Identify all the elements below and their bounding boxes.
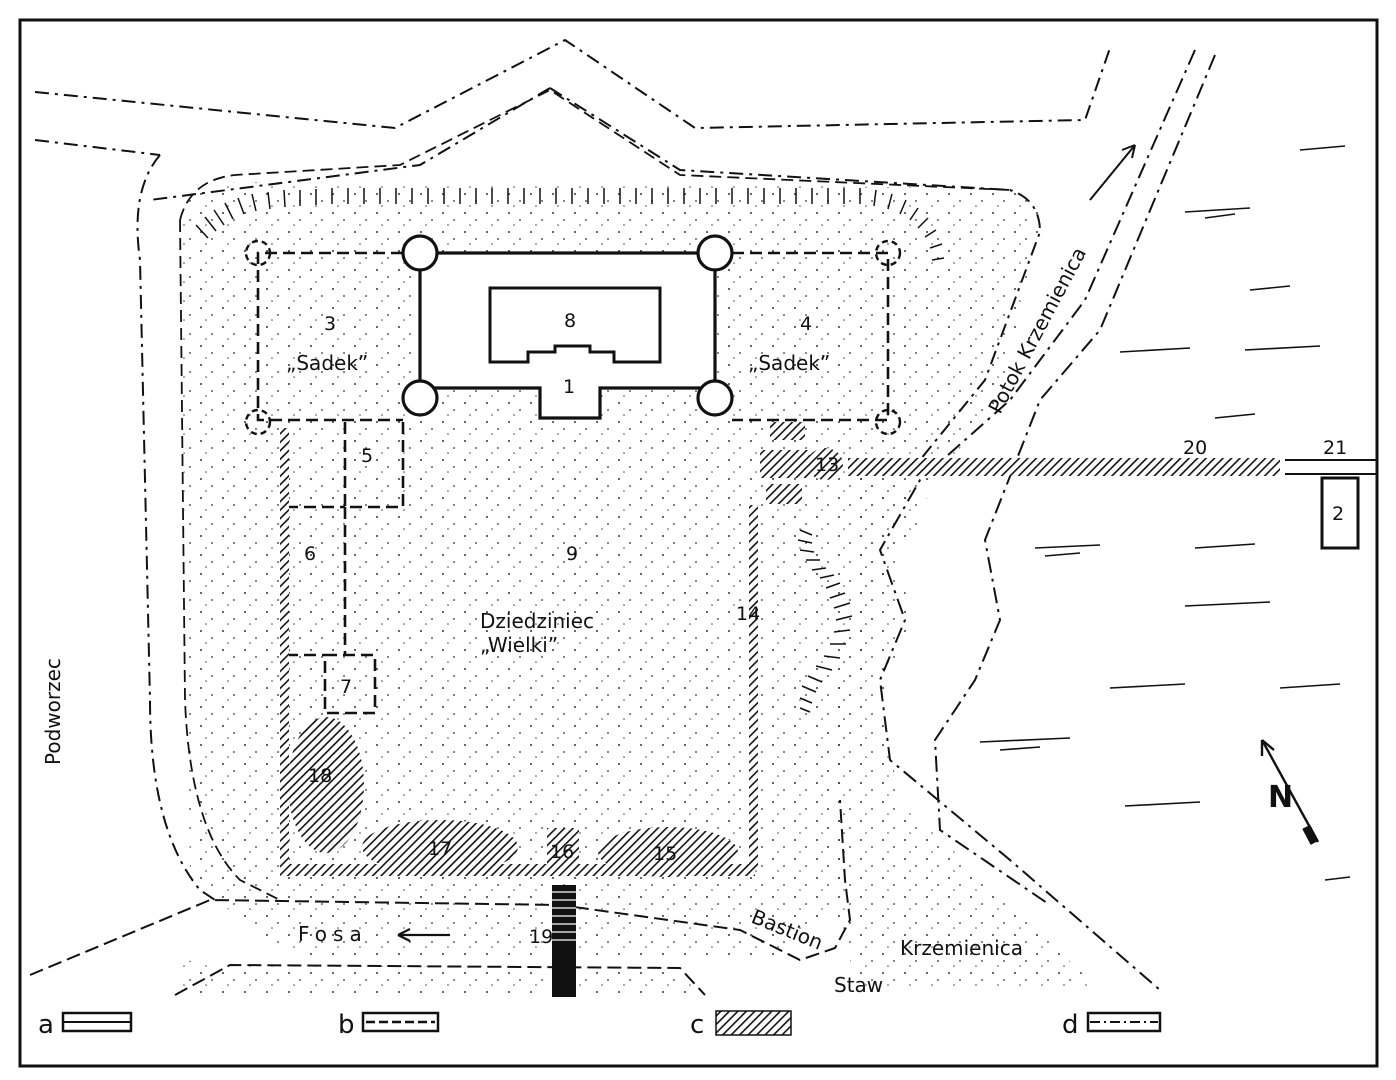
legend-c-label: c — [690, 1010, 704, 1040]
building-7-outline — [323, 653, 377, 715]
legend-a-label: a — [38, 1010, 54, 1040]
building-2-outline — [1320, 476, 1360, 550]
bridge-19 — [552, 885, 576, 997]
pond-water-marks — [979, 145, 1351, 881]
label-6: 6 — [304, 543, 316, 565]
sadek-west-outline — [256, 251, 403, 422]
label-21: 21 — [1323, 437, 1347, 459]
label-13: 13 — [815, 454, 839, 476]
label-15: 15 — [653, 843, 677, 865]
moat-south-line — [29, 799, 852, 976]
ruin-17 — [362, 820, 518, 874]
moat-south-line-2 — [174, 963, 706, 996]
road-21 — [1285, 459, 1378, 475]
north-arrow-shaft — [1260, 739, 1320, 843]
bridge-20 — [848, 458, 1280, 476]
label-sadek-west: „Sadek” — [286, 351, 368, 375]
label-wielki: „Wielki” — [480, 633, 558, 657]
label-7: 7 — [340, 676, 352, 698]
north-arrow-tail — [1302, 824, 1319, 845]
east-gate-ruins — [760, 422, 843, 504]
legend-b-label: b — [338, 1010, 355, 1040]
label-dziedziniec: Dziedziniec — [480, 609, 594, 633]
label-14: 14 — [736, 603, 760, 625]
sadek-east-corner-se — [874, 408, 902, 436]
label-16: 16 — [550, 841, 574, 863]
label-5: 5 — [361, 445, 373, 467]
stippled-shore — [820, 470, 1100, 990]
label-krzemienica: Krzemienica — [900, 936, 1023, 960]
building-6-outline — [286, 505, 347, 655]
building-8-outline — [488, 286, 662, 364]
label-17: 17 — [428, 838, 452, 860]
label-podworzec: Podworzec — [41, 658, 65, 765]
north-arrow-head — [1260, 739, 1275, 756]
sadek-east-corner-ne — [874, 239, 902, 267]
road-line-top — [34, 38, 1111, 130]
fosa-arrow — [397, 928, 450, 942]
label-20: 20 — [1183, 437, 1207, 459]
ruin-18 — [288, 717, 364, 853]
label-4: 4 — [800, 313, 812, 335]
label-1: 1 — [563, 376, 575, 398]
road-line-left — [34, 139, 161, 156]
ruin-15 — [598, 827, 738, 877]
outer-moat-line — [136, 87, 1042, 901]
label-3: 3 — [324, 313, 336, 335]
building-5-outline — [343, 422, 405, 509]
stream-arrow — [1089, 144, 1136, 201]
legend-c-swatch — [715, 1010, 792, 1036]
label-8: 8 — [564, 310, 576, 332]
bridge-19-rungs — [552, 891, 576, 941]
label-fosa: Fosa — [298, 922, 368, 946]
north-label: N — [1268, 780, 1293, 815]
inner-rampart-line — [179, 88, 1011, 221]
label-staw: Staw — [834, 973, 883, 997]
stream-arrowhead — [1121, 144, 1136, 159]
label-sadek-east: „Sadek” — [748, 351, 830, 375]
ruin-16 — [547, 828, 579, 873]
label-19: 19 — [529, 926, 553, 948]
stream-bank-east — [933, 54, 1216, 906]
sadek-west-corner-nw — [244, 239, 272, 267]
rampart-hachures-top — [195, 188, 945, 261]
bastion-hachures — [797, 529, 853, 713]
sadek-east-outline — [732, 251, 890, 422]
label-2: 2 — [1332, 503, 1344, 525]
label-18: 18 — [308, 765, 332, 787]
sadek-west-corner-sw — [244, 408, 272, 436]
label-9: 9 — [566, 543, 578, 565]
legend-d-label: d — [1062, 1010, 1079, 1040]
